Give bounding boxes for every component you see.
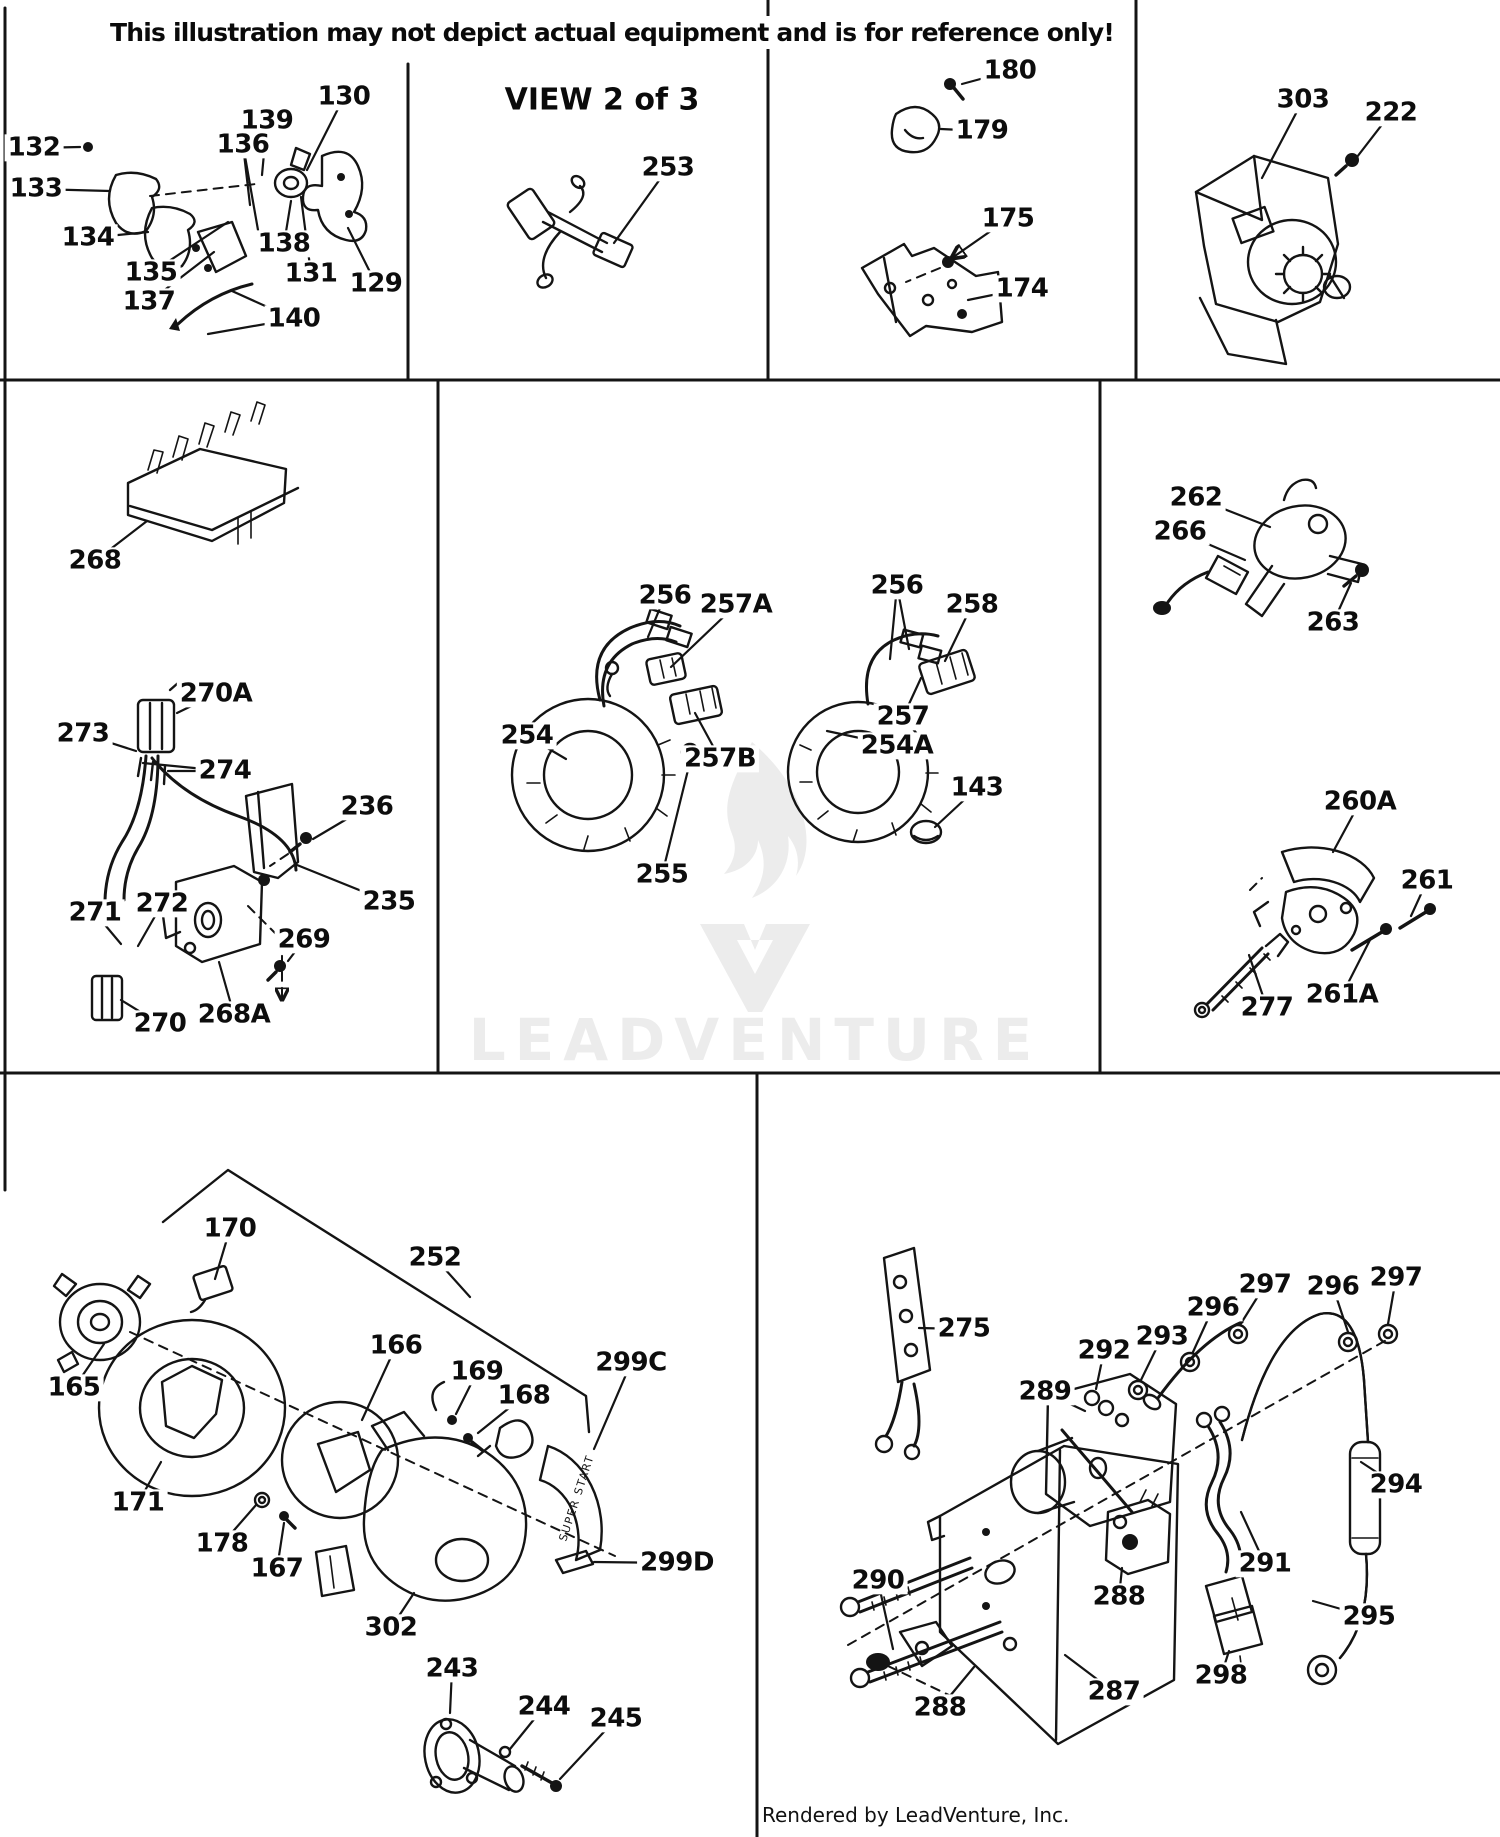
credit-text: Rendered by LeadVenture, Inc. (762, 1803, 1070, 1827)
panel-control-brake-art (1153, 478, 1436, 1019)
panel-harness-253-art (506, 174, 634, 289)
panel-rewind-starter-art: SUPER START (52, 1168, 616, 1794)
panel-breaker-points-art (83, 142, 368, 331)
decal-text: SUPER START (556, 1453, 596, 1543)
panel-rectifier-art (90, 401, 312, 1022)
watermark-logo-icon (700, 742, 810, 1012)
panel-electric-start-kit-art (839, 1246, 1399, 1746)
watermark-text: LEADVENTURE (468, 1006, 1042, 1074)
panel-starter-motor-art (1194, 153, 1359, 366)
view-label: VIEW 2 of 3 (500, 82, 704, 118)
reference-disclaimer-title: This illustration may not depict actual … (99, 16, 1125, 49)
